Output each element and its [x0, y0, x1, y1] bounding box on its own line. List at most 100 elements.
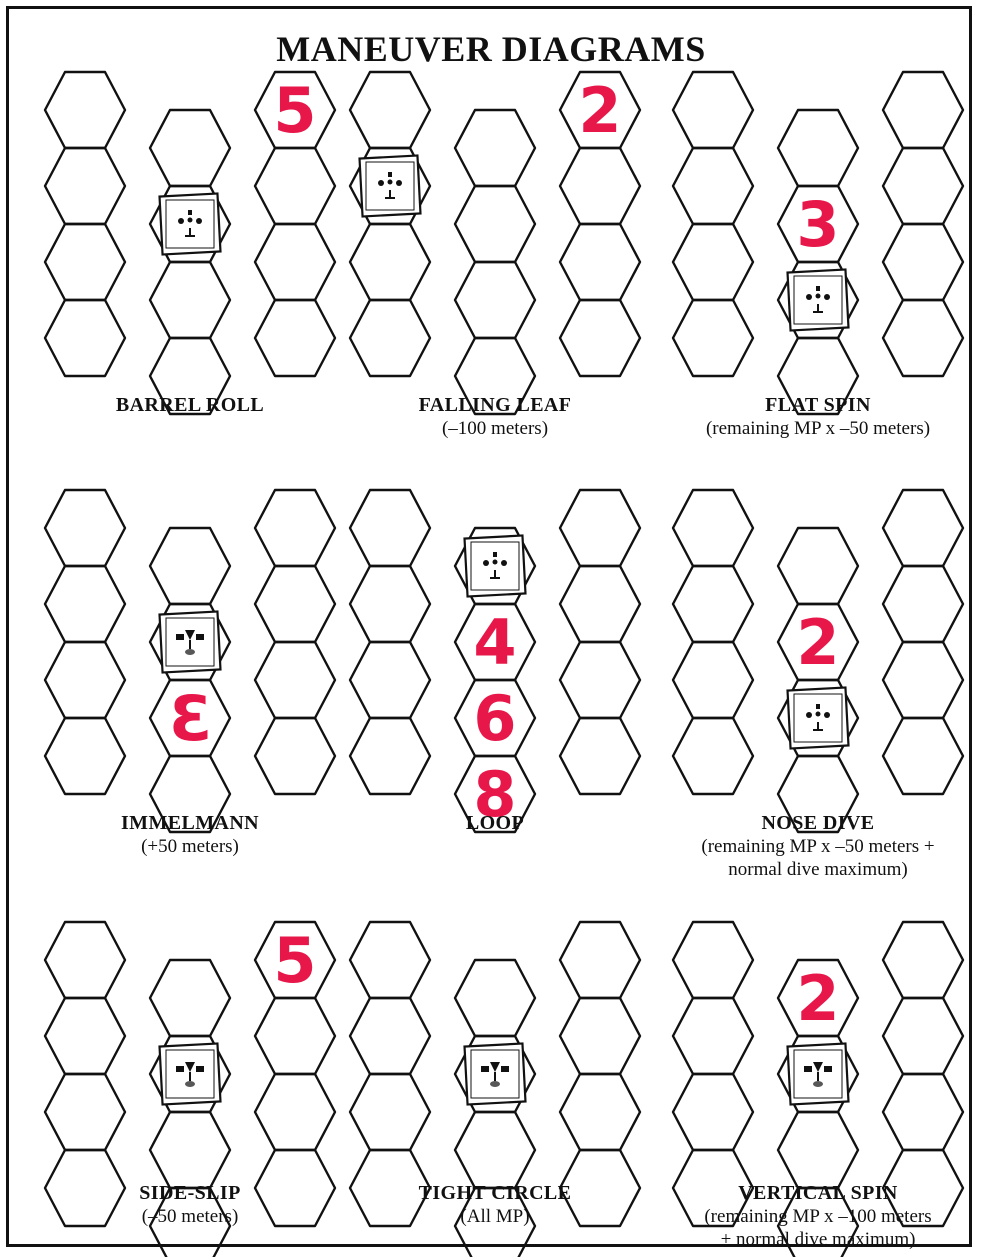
hex-cell — [455, 110, 535, 186]
hex-cell — [883, 224, 963, 300]
hex-cell — [455, 1112, 535, 1188]
hex-cell — [560, 490, 640, 566]
hex-cell — [560, 998, 640, 1074]
hex-cell — [673, 642, 753, 718]
page-title: MANEUVER DIAGRAMS — [0, 28, 982, 70]
hex-cell — [778, 110, 858, 186]
plane-counter — [160, 1044, 221, 1105]
hex-cell — [255, 642, 335, 718]
hex-cell — [883, 490, 963, 566]
hex-cell — [255, 998, 335, 1074]
hex-cell — [150, 262, 230, 338]
move-number-label: 5 — [273, 924, 316, 997]
hex-cell — [673, 566, 753, 642]
maneuver-altitude-note: (–50 meters) — [20, 1205, 360, 1228]
hex-grid-diagram: 2 — [668, 490, 968, 800]
hex-grid-diagram: 3 — [668, 72, 968, 382]
maneuver-name: FLAT SPIN — [648, 394, 982, 417]
maneuver-altitude-note: (remaining MP x –50 meters) — [648, 417, 982, 440]
hex-cell — [255, 148, 335, 224]
move-number-label: 2 — [796, 606, 839, 679]
maneuver-altitude-note: (remaining MP x –100 meters — [648, 1205, 982, 1228]
hex-cell — [883, 1074, 963, 1150]
plane-counter — [788, 688, 849, 749]
maneuver-caption: BARREL ROLL — [20, 394, 360, 417]
hex-cell — [45, 998, 125, 1074]
hex-cell — [883, 300, 963, 376]
hex-cell — [350, 72, 430, 148]
maneuver-name: BARREL ROLL — [20, 394, 360, 417]
hex-cell — [45, 148, 125, 224]
hex-cell — [673, 490, 753, 566]
maneuver-altitude-note: (+50 meters) — [20, 835, 360, 858]
plane-counter — [465, 536, 526, 597]
hex-grid-diagram: 3 — [40, 490, 340, 800]
maneuver-name: LOOP — [325, 812, 665, 835]
maneuver-name: VERTICAL SPIN — [648, 1182, 982, 1205]
maneuver-caption: FLAT SPIN (remaining MP x –50 meters) — [648, 394, 982, 440]
hex-cell — [455, 960, 535, 1036]
hex-cell — [883, 72, 963, 148]
maneuver-altitude-note: (–100 meters) — [325, 417, 665, 440]
maneuver-altitude-note: (remaining MP x –50 meters + — [648, 835, 982, 858]
hex-cell — [45, 300, 125, 376]
move-number-label: 5 — [273, 74, 316, 147]
hex-cell — [45, 642, 125, 718]
hex-grid-diagram: 468 — [345, 490, 645, 800]
hex-cell — [455, 186, 535, 262]
hex-cell — [45, 566, 125, 642]
hex-cell — [350, 490, 430, 566]
hex-cell — [255, 718, 335, 794]
hex-cell — [560, 718, 640, 794]
hex-cell — [560, 224, 640, 300]
maneuver-caption: VERTICAL SPIN (remaining MP x –100 meter… — [648, 1182, 982, 1251]
hex-cell — [673, 998, 753, 1074]
maneuver-name: SIDE-SLIP — [20, 1182, 360, 1205]
hex-cell — [673, 224, 753, 300]
hex-cell — [883, 642, 963, 718]
maneuver-caption: LOOP — [325, 812, 665, 835]
maneuver-caption: TIGHT CIRCLE (All MP) — [325, 1182, 665, 1228]
maneuver-name: TIGHT CIRCLE — [325, 1182, 665, 1205]
hex-cell — [455, 262, 535, 338]
hex-cell — [883, 922, 963, 998]
hex-cell — [150, 110, 230, 186]
move-number-label: 2 — [578, 74, 621, 147]
move-number-label: 4 — [473, 606, 516, 679]
hex-cell — [883, 566, 963, 642]
maneuver-name: NOSE DIVE — [648, 812, 982, 835]
hex-cell — [560, 1074, 640, 1150]
hex-cell — [350, 998, 430, 1074]
hex-cell — [150, 1112, 230, 1188]
hex-cell — [45, 490, 125, 566]
hex-cell — [45, 72, 125, 148]
plane-counter — [160, 194, 221, 255]
hex-cell — [150, 960, 230, 1036]
plane-counter — [788, 270, 849, 331]
hex-cell — [673, 1074, 753, 1150]
hex-cell — [255, 224, 335, 300]
plane-counter — [465, 1044, 526, 1105]
maneuver-name: IMMELMANN — [20, 812, 360, 835]
hex-cell — [778, 528, 858, 604]
hex-cell — [560, 300, 640, 376]
maneuver-altitude-note: (All MP) — [325, 1205, 665, 1228]
hex-grid-diagram: 5 — [40, 72, 340, 382]
hex-cell — [350, 224, 430, 300]
hex-grid-diagram: 2 — [345, 72, 645, 382]
hex-cell — [883, 148, 963, 224]
hex-cell — [560, 922, 640, 998]
hex-cell — [673, 72, 753, 148]
hex-cell — [45, 1074, 125, 1150]
hex-cell — [255, 300, 335, 376]
hex-cell — [255, 566, 335, 642]
plane-counter — [360, 156, 421, 217]
hex-cell — [350, 1074, 430, 1150]
maneuver-caption: IMMELMANN (+50 meters) — [20, 812, 360, 858]
hex-cell — [350, 642, 430, 718]
maneuver-altitude-note-line2: normal dive maximum) — [648, 858, 982, 881]
hex-cell — [560, 642, 640, 718]
plane-counter — [788, 1044, 849, 1105]
maneuver-name: FALLING LEAF — [325, 394, 665, 417]
move-number-label: 3 — [796, 188, 839, 261]
